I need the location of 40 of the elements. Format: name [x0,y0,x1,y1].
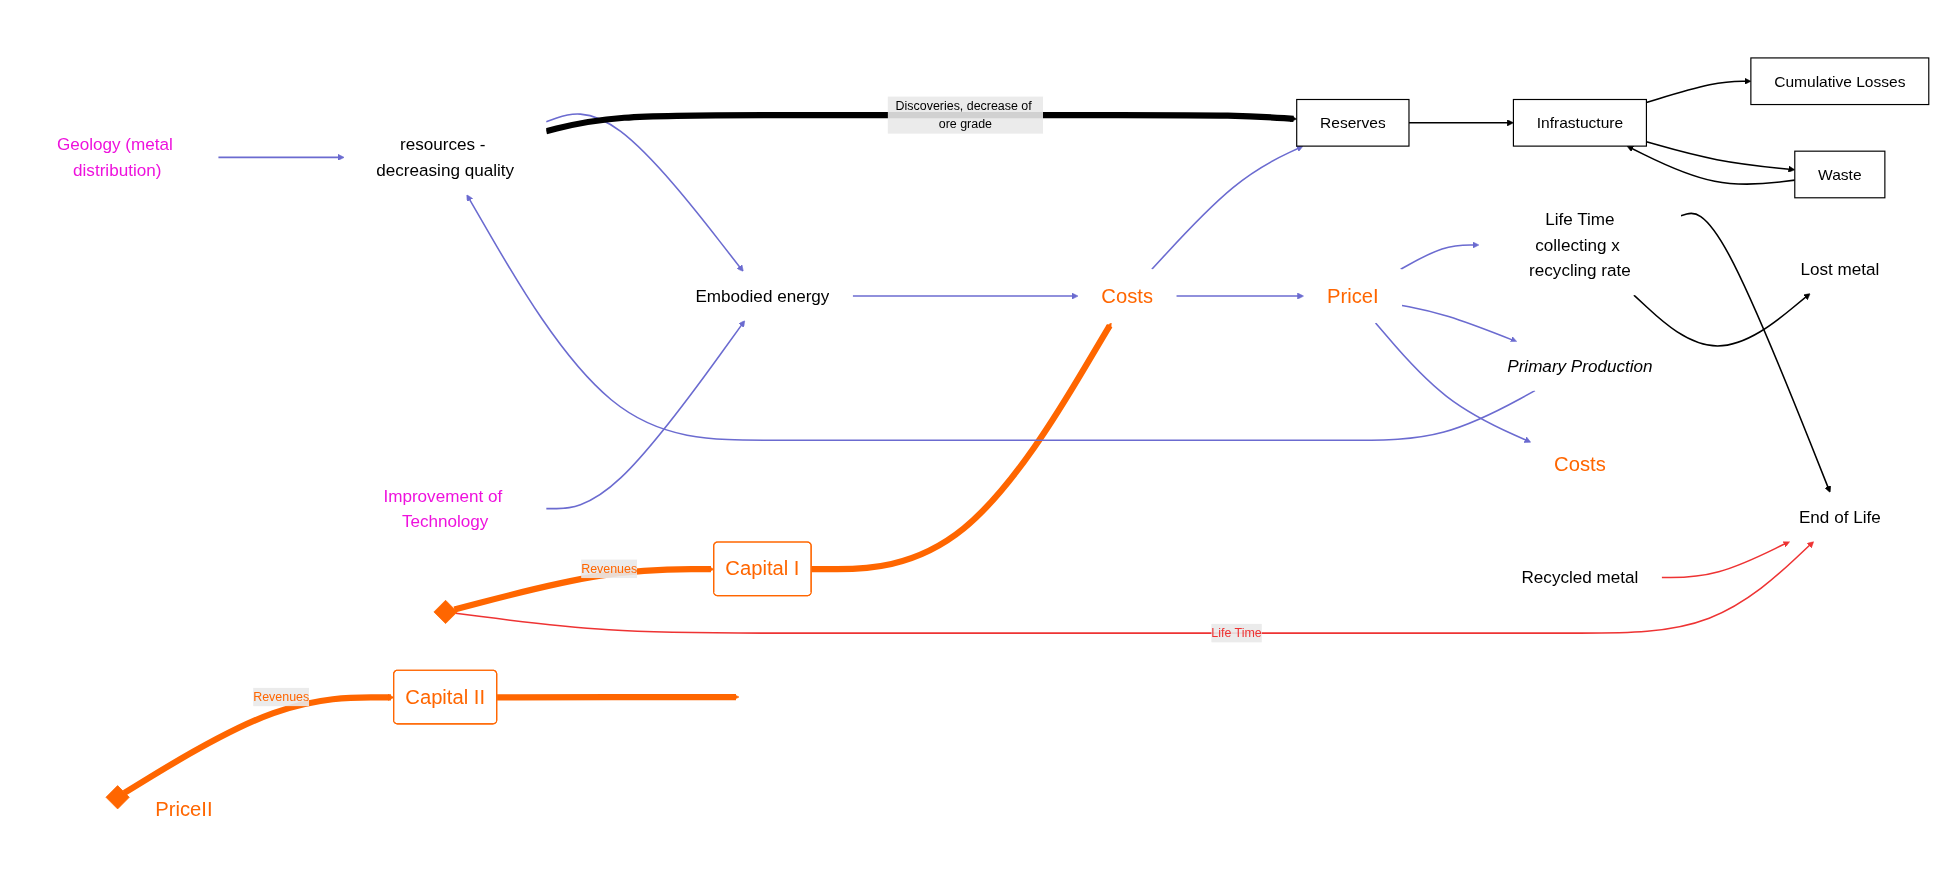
node-text: Geology (metal distribution) [56,134,173,180]
arrow [545,320,746,510]
node-text: Improvement of Technology [383,486,503,532]
node-text: Life Time collecting x recycling rate [1529,209,1631,281]
arrow [1408,119,1514,127]
arrow [466,194,1536,441]
node-box: Waste [1794,150,1886,199]
edge-label: Revenues [581,561,638,576]
arrow [545,113,744,272]
arrow [851,292,1079,300]
node-text: End of Life [1798,507,1881,527]
node-text: Recycled metal [1521,567,1639,588]
node-text: Primary Production [1507,356,1653,376]
edge-label: Discoveries, decrease of ore grade [895,98,1032,131]
arrow [1660,541,1791,579]
node-box: Reserves [1296,98,1410,147]
arrow [1401,304,1518,343]
arrow [1399,241,1480,271]
edge-label: Revenues [253,690,310,704]
node-diamond [433,599,458,624]
arrow [811,322,1113,573]
arrow [1680,212,1831,493]
node-text: PriceI [1327,284,1379,308]
node-label: PriceII [155,796,213,821]
arrow [1374,322,1532,443]
node-box: Cumulative Losses [1750,57,1930,106]
arrow [1633,293,1811,347]
node-text: Embodied energy [695,286,830,306]
node-diamond [105,785,130,810]
node-text: Lost metal [1800,259,1880,279]
node-text: Costs [1554,452,1606,476]
node-text: resources - decreasing quality [376,134,515,180]
arrow [217,153,345,161]
node-box: Infrastucture [1512,98,1647,147]
node-text: Costs [1101,284,1154,308]
edge-label: Life Time [1211,626,1262,640]
arrow [497,693,740,701]
arrow [122,694,395,796]
arrow [1175,292,1304,300]
arrow [1151,145,1304,271]
